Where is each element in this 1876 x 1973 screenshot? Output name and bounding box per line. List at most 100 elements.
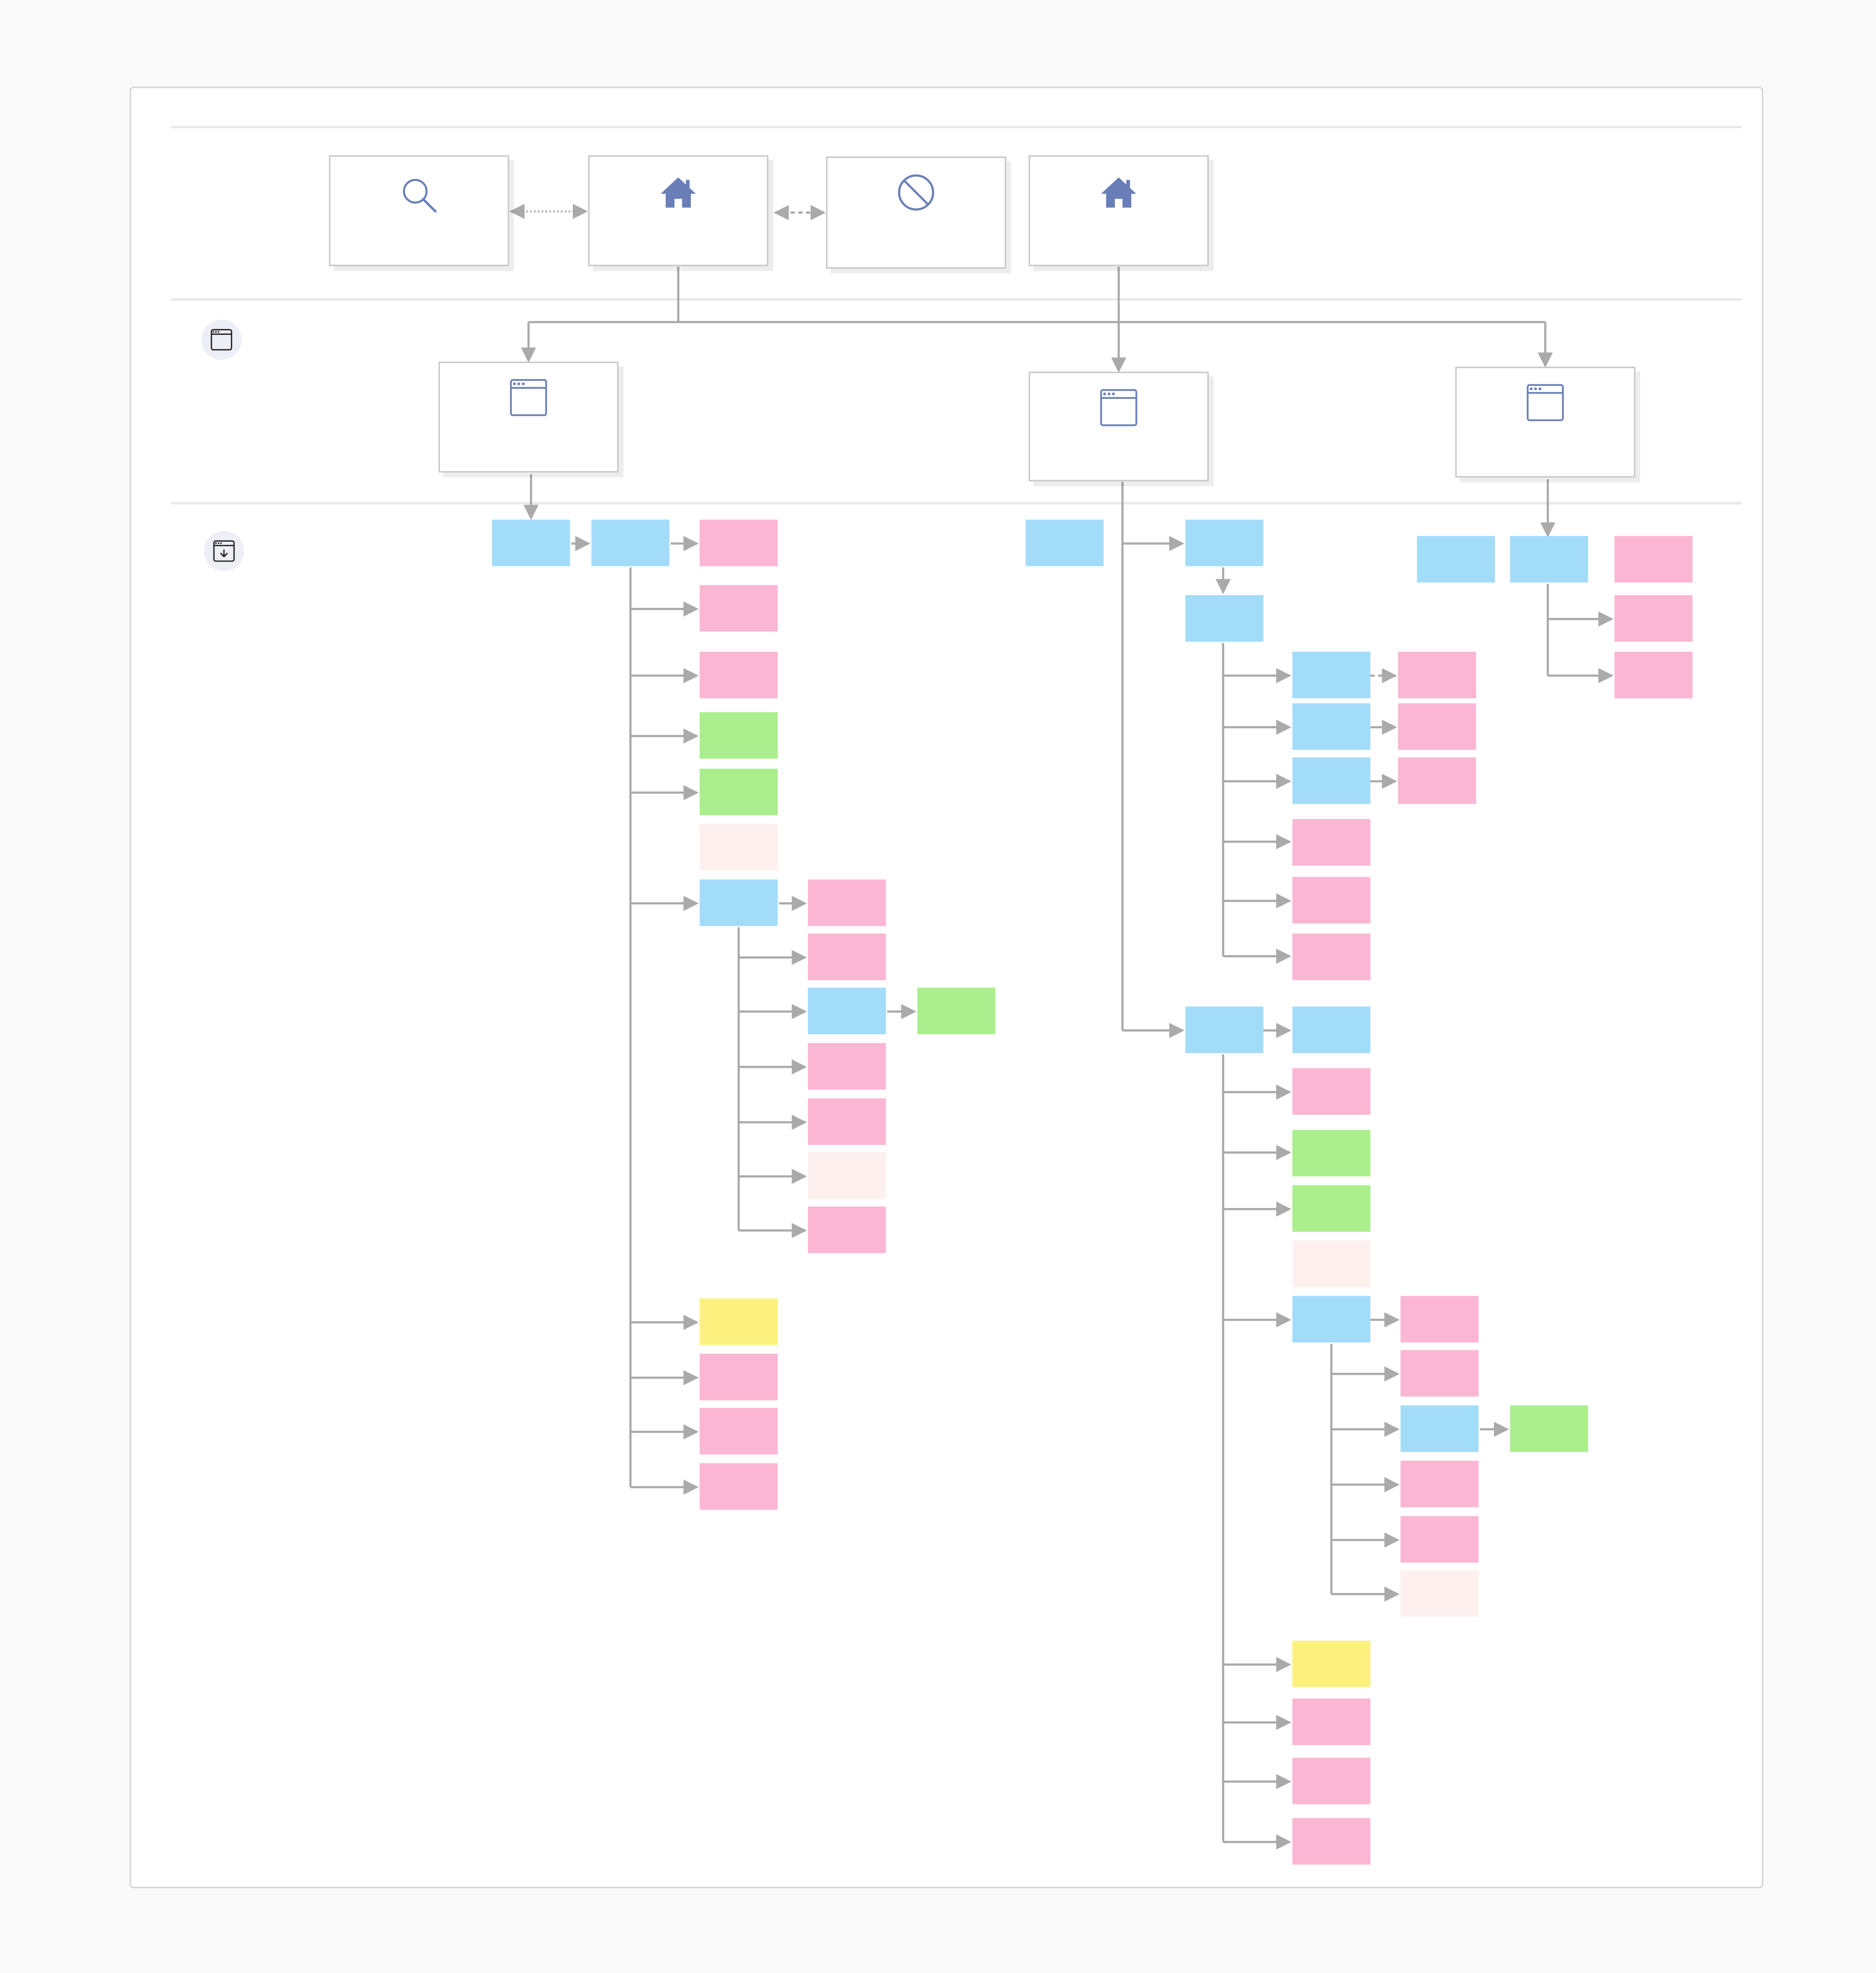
connectors [509, 204, 1614, 1850]
content-block-blue-40 [1292, 1296, 1371, 1343]
home-page-2 [1029, 155, 1209, 266]
content-block-pink-3 [700, 519, 778, 566]
content-block-blue-22 [1025, 519, 1104, 566]
content-block-green-38 [1292, 1185, 1371, 1232]
content-block-pink-56 [1614, 652, 1693, 698]
search-icon-handle [422, 198, 437, 213]
content-block-pink-32 [1292, 877, 1371, 924]
lane-icons [201, 319, 244, 571]
content-block-faint-8 [700, 824, 778, 871]
content-block-pink-28 [1398, 703, 1476, 750]
content-block-pink-36 [1292, 1068, 1371, 1115]
content-block-faint-47 [1400, 1570, 1479, 1617]
content-block-green-44 [1510, 1405, 1588, 1452]
content-block-green-13 [917, 987, 996, 1035]
content-block-faint-16 [807, 1152, 886, 1199]
window-page-2-box [1029, 371, 1209, 482]
content-block-pink-21 [700, 1463, 778, 1510]
content-block-blue-27 [1292, 703, 1371, 750]
window-icon-dot-3 [1112, 392, 1115, 395]
window-icon-frame [1100, 389, 1137, 426]
content-block-pink-17 [807, 1206, 886, 1253]
content-block-pink-14 [807, 1043, 886, 1090]
content-block-pink-46 [1400, 1516, 1479, 1563]
content-block-pink-45 [1400, 1460, 1479, 1508]
content-block-blue-43 [1400, 1405, 1479, 1452]
window-icon-dot-1 [212, 331, 214, 333]
window-icon-frame [211, 329, 232, 351]
search-icon-lens [403, 179, 428, 204]
home-icon-shape [661, 177, 696, 208]
content-block-pink-42 [1400, 1350, 1479, 1397]
home-page-box [588, 155, 768, 266]
content-block-pink-26 [1398, 652, 1476, 698]
content-block-blue-25 [1292, 652, 1371, 698]
content-block-pink-33 [1292, 934, 1371, 980]
window-page-3-box [1455, 367, 1636, 478]
content-block-pink-30 [1398, 757, 1476, 804]
content-block-faint-39 [1292, 1240, 1371, 1288]
window-icon-frame [213, 540, 235, 562]
window-page-1-box [438, 361, 619, 473]
content-block-blue-2 [591, 519, 670, 566]
blocked-icon-ring [898, 174, 935, 211]
content-block-blue-24 [1185, 595, 1264, 642]
window-icon-dot-2 [1534, 387, 1537, 391]
content-block-pink-11 [807, 934, 886, 980]
window-icon-dot-1 [513, 382, 516, 385]
search-page [329, 155, 509, 266]
window-icon-dot-3 [217, 331, 220, 333]
content-block-pink-49 [1292, 1698, 1371, 1745]
content-block-pink-31 [1292, 819, 1371, 866]
content-block-green-6 [700, 712, 778, 759]
content-block-green-37 [1292, 1130, 1371, 1177]
home-page [588, 155, 768, 266]
content-block-pink-5 [700, 652, 778, 698]
blocked-icon-bar [903, 180, 929, 206]
page-nodes [329, 155, 1636, 482]
content-block-yellow-18 [700, 1298, 778, 1345]
window-icon-dot-2 [215, 331, 217, 333]
window-icon-dot-1 [215, 542, 217, 544]
content-block-pink-19 [700, 1354, 778, 1401]
lane-badge-page [201, 319, 242, 360]
window-icon-dot-1 [1530, 387, 1533, 391]
content-block-blue-23 [1185, 519, 1264, 566]
blocked-page [826, 157, 1006, 269]
download-arrow-head [220, 552, 228, 558]
window-icon-frame [510, 379, 547, 416]
content-block-blue-29 [1292, 757, 1371, 804]
window-icon-dot-2 [1108, 392, 1110, 395]
content-block-blue-34 [1185, 1006, 1264, 1053]
content-block-pink-20 [700, 1407, 778, 1455]
content-blocks [492, 519, 1693, 1865]
window-icon-dot-3 [220, 542, 222, 544]
window-page-3 [1455, 367, 1636, 478]
blocked-page-box [826, 157, 1006, 269]
content-block-pink-41 [1400, 1296, 1479, 1343]
window-icon-dot-1 [1103, 392, 1106, 395]
content-block-pink-55 [1614, 595, 1693, 642]
content-block-pink-51 [1292, 1818, 1371, 1865]
content-block-pink-54 [1614, 536, 1693, 583]
content-block-blue-1 [492, 519, 570, 566]
window-icon-dot-3 [1538, 387, 1542, 391]
content-block-pink-50 [1292, 1757, 1371, 1804]
home-icon-chimney [686, 180, 690, 188]
search-page-box [329, 155, 509, 266]
content-block-yellow-48 [1292, 1641, 1371, 1687]
content-block-blue-35 [1292, 1006, 1371, 1053]
content-block-pink-4 [700, 585, 778, 632]
window-icon-frame [1527, 384, 1564, 421]
window-icon-dot-2 [217, 542, 220, 544]
content-block-blue-52 [1417, 536, 1495, 583]
content-block-blue-53 [1510, 536, 1588, 583]
window-icon-dot-2 [517, 382, 520, 385]
content-block-pink-10 [807, 879, 886, 926]
lane-dividers [171, 126, 1742, 505]
content-block-pink-15 [807, 1098, 886, 1145]
content-block-blue-12 [807, 987, 886, 1035]
home-page-2-box [1029, 155, 1209, 266]
